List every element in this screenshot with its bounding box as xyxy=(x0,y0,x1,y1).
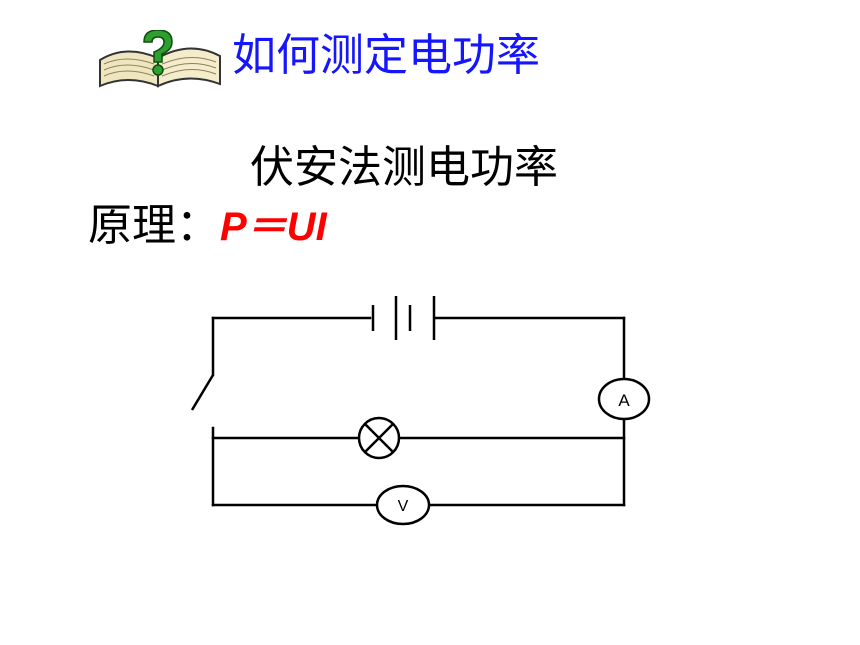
principle-label: 原理： xyxy=(88,200,220,251)
switch-blade xyxy=(190,374,215,411)
ammeter-symbol: A xyxy=(597,377,651,421)
lamp-symbol xyxy=(357,416,401,460)
voltmeter-label: V xyxy=(398,498,409,515)
slide-subtitle: 伏安法测电功率 xyxy=(250,142,558,193)
principle-line: 原理：P＝UI xyxy=(88,196,327,257)
voltmeter-symbol: V xyxy=(375,484,431,526)
ammeter-label: A xyxy=(618,391,630,410)
book-question-icon xyxy=(99,30,221,88)
principle-formula: P＝UI xyxy=(220,205,327,249)
battery-symbol xyxy=(371,296,436,340)
slide-title: 如何测定电功率 xyxy=(232,30,540,81)
